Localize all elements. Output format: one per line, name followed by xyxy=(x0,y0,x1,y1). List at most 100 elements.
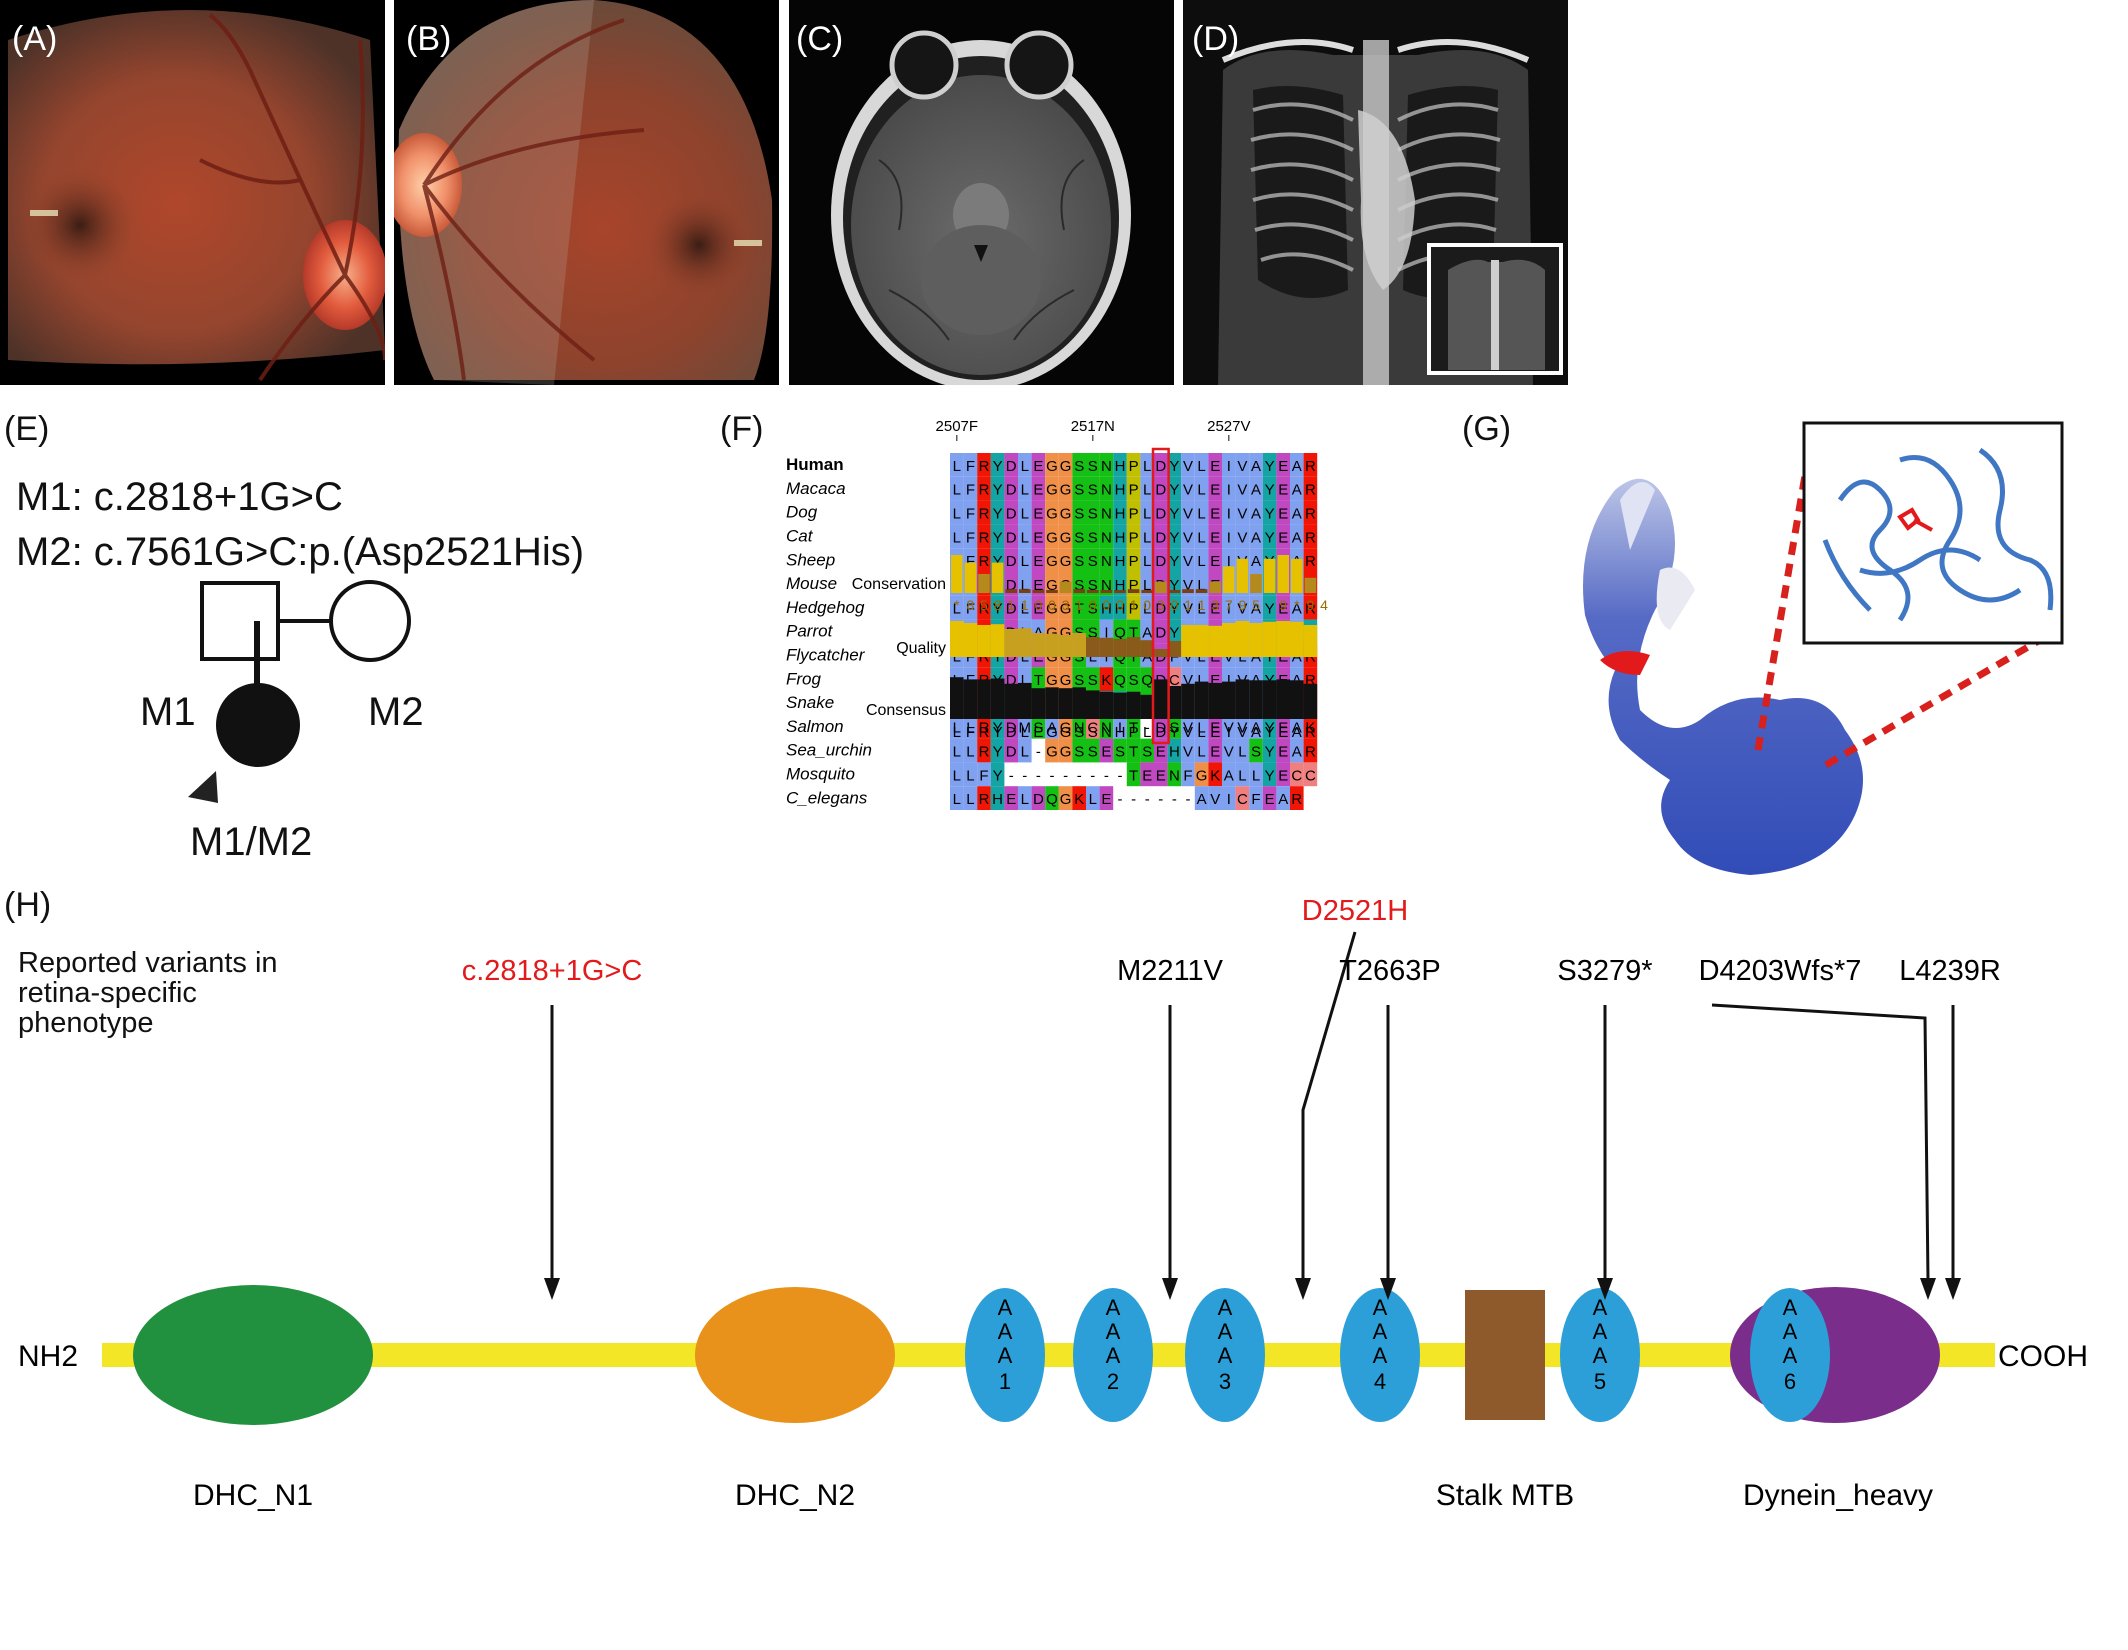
residue-cell xyxy=(1018,500,1032,525)
residue-cell xyxy=(1290,762,1304,787)
residue-cell xyxy=(1086,595,1100,620)
aaa-letter: A xyxy=(998,1295,1013,1320)
residue-letter: R xyxy=(979,791,990,808)
residue-letter: E xyxy=(1278,767,1288,784)
residue-cell xyxy=(1113,500,1127,525)
variant-label-d2521h: D2521H xyxy=(1302,900,1408,927)
quality-bar xyxy=(1167,641,1182,657)
variant-label-s3279: S3279* xyxy=(1557,955,1652,987)
residue-letter: F xyxy=(966,505,975,522)
residue-letter: N xyxy=(1101,529,1112,546)
residue-letter: A xyxy=(1251,529,1261,546)
consensus-letter: V xyxy=(1237,724,1247,741)
residue-letter: A xyxy=(1142,624,1152,641)
residue-cell xyxy=(977,453,991,477)
residue-letter: R xyxy=(1305,482,1316,499)
residue-cell xyxy=(1058,524,1073,549)
consensus-letter: R xyxy=(1305,724,1316,741)
residue-cell xyxy=(963,762,978,787)
residue-cell xyxy=(1113,738,1127,763)
residue-cell xyxy=(963,786,978,810)
aaa-letter: A xyxy=(1218,1343,1233,1368)
residue-cell xyxy=(1235,786,1250,810)
species-label: Mosquito xyxy=(786,765,855,784)
residue-letter: N xyxy=(1074,720,1085,737)
aaa-letter: A xyxy=(1783,1343,1798,1368)
domain-dhc-n1 xyxy=(133,1285,373,1425)
residue-letter: G xyxy=(1060,482,1072,499)
variant-arrow-d2521h-shaft xyxy=(1301,931,1357,1280)
domain-label-dhc-n1: DHC_N1 xyxy=(193,1479,313,1512)
residue-letter: E xyxy=(1033,458,1043,475)
residue-letter: L xyxy=(953,601,961,618)
residue-letter: F xyxy=(966,601,975,618)
residue-cell xyxy=(1045,500,1059,525)
pedigree-chart xyxy=(188,580,411,803)
aaa-letter: A xyxy=(1106,1343,1121,1368)
residue-cell xyxy=(1045,524,1059,549)
variant-arrow-m2211v-arrowhead-icon xyxy=(1162,1278,1178,1300)
domain-label-stalk-mtb: Stalk MTB xyxy=(1436,1479,1574,1512)
residue-letter: A xyxy=(1251,505,1261,522)
residue-cell xyxy=(1072,500,1086,525)
consensus-bar xyxy=(1262,680,1277,719)
residue-letter: E xyxy=(1210,720,1220,737)
residue-letter: - xyxy=(1063,767,1068,784)
consensus-bar xyxy=(1303,683,1318,719)
residue-cell xyxy=(1072,524,1086,549)
residue-letter: Y xyxy=(993,529,1003,546)
residue-cell xyxy=(977,714,991,739)
residue-letter: R xyxy=(979,505,990,522)
residue-letter: Y xyxy=(993,505,1003,522)
conservation-score: 3 xyxy=(1062,597,1070,613)
residue-letter: F xyxy=(966,458,975,475)
residue-letter: L xyxy=(953,720,961,737)
residue-letter: E xyxy=(1156,767,1166,784)
residue-letter: H xyxy=(1115,553,1126,570)
residue-cell xyxy=(1208,476,1222,501)
residue-cell xyxy=(1099,476,1114,501)
residue-letter: L xyxy=(1197,529,1205,546)
residue-letter: - xyxy=(1172,791,1177,808)
residue-letter: I xyxy=(1227,601,1231,618)
brain-mri-axial xyxy=(789,0,1174,385)
residue-cell xyxy=(1167,476,1182,501)
residue-letter: L xyxy=(1021,482,1029,499)
aaa-letter: A xyxy=(998,1319,1013,1344)
residue-cell xyxy=(1072,453,1086,477)
aaa-letter: A xyxy=(1373,1319,1388,1344)
residue-letter: G xyxy=(1060,720,1072,737)
panel-label-a: (A) xyxy=(12,20,58,58)
residue-letter: - xyxy=(1158,791,1163,808)
conservation-score: 5 xyxy=(1252,597,1260,613)
proband-genotype: M1/M2 xyxy=(190,820,313,864)
residue-cell xyxy=(1262,786,1277,810)
residue-cell xyxy=(1181,714,1195,739)
residue-cell xyxy=(1167,762,1182,787)
residue-cell xyxy=(1235,453,1250,477)
mutation-m2-label: M2: c.7561G>C:p.(Asp2521His) xyxy=(16,530,585,574)
residue-cell xyxy=(950,476,964,501)
quality-bar xyxy=(1194,625,1209,657)
consensus-bar xyxy=(1086,690,1100,719)
residue-letter: Y xyxy=(1169,529,1179,546)
consensus-letter: L xyxy=(1021,724,1029,741)
residue-cell xyxy=(1154,619,1168,644)
residue-letter: D xyxy=(1006,505,1017,522)
residue-letter: L xyxy=(953,529,961,546)
residue-cell xyxy=(1154,453,1168,477)
residue-letter: V xyxy=(1237,720,1247,737)
residue-cell xyxy=(1262,738,1277,763)
residue-letter: E xyxy=(1278,505,1288,522)
residue-cell xyxy=(1262,762,1277,787)
residue-cell xyxy=(1099,595,1114,620)
residue-cell xyxy=(1194,738,1209,763)
residue-letter: G xyxy=(1060,601,1072,618)
residue-letter: E xyxy=(1101,743,1111,760)
variant-label-m2211v: M2211V xyxy=(1117,955,1224,987)
residue-letter: P xyxy=(1129,529,1139,546)
residue-letter: N xyxy=(1101,505,1112,522)
residue-cell xyxy=(1249,453,1263,477)
residue-letter: F xyxy=(966,529,975,546)
